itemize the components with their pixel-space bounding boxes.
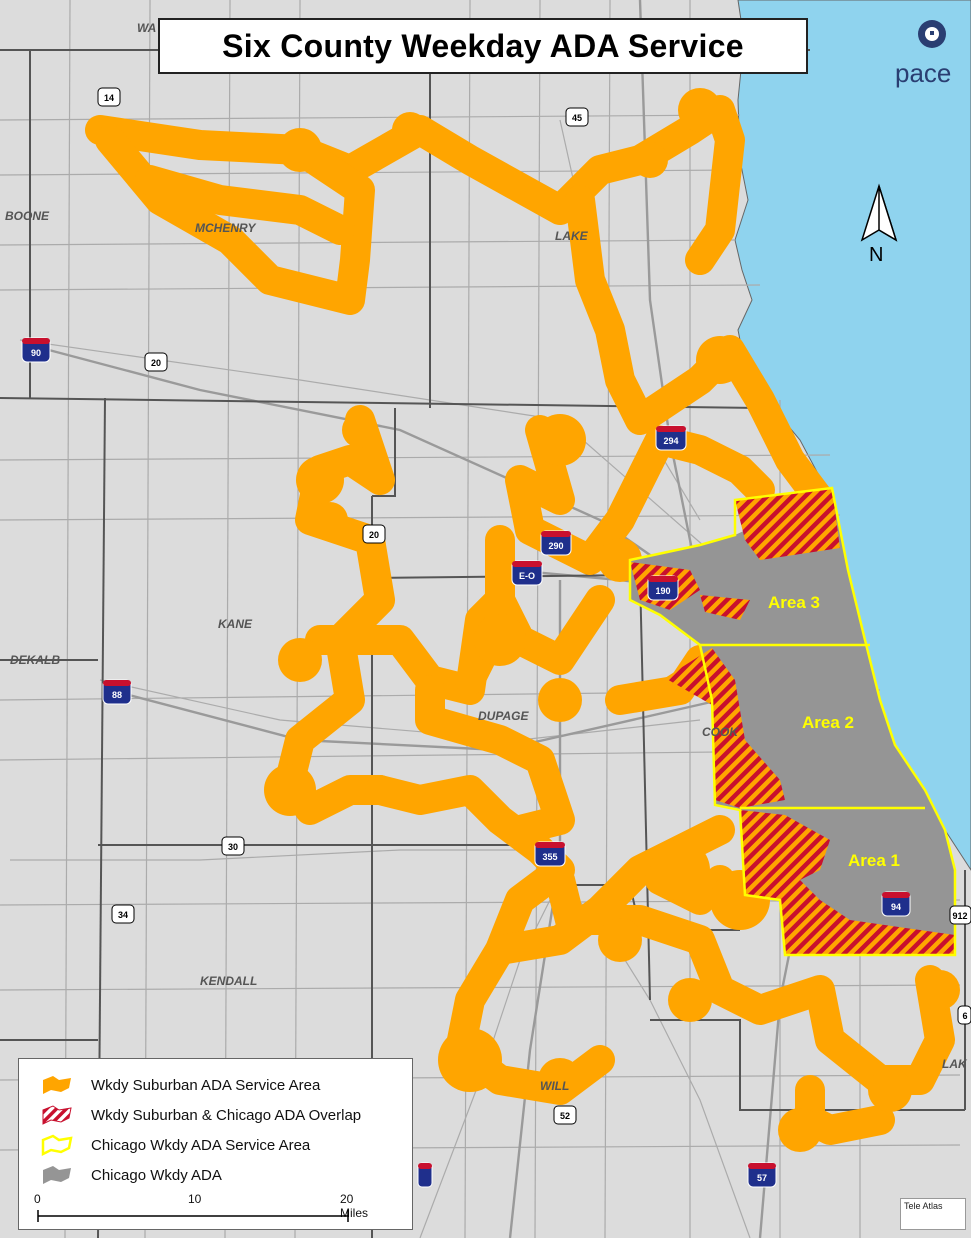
us-route-shield-14: 14: [97, 87, 121, 107]
legend-label-chicago-outline: Chicago Wkdy ADA Service Area: [91, 1136, 311, 1154]
north-arrow-icon: [860, 183, 898, 242]
legend-item-chicago-outline: Chicago Wkdy ADA Service Area: [39, 1133, 310, 1157]
overlap-areas: [630, 488, 955, 955]
scale-tick-10: 10: [188, 1192, 202, 1206]
pace-logo-word: pace: [895, 58, 952, 88]
county-label-lake: LAKE: [555, 229, 589, 243]
county-label-mchenry: MCHENRY: [195, 221, 256, 235]
area-label-1: Area 1: [848, 851, 900, 870]
chicago-outline-swatch-icon: [41, 1134, 73, 1156]
map-title: Six County Weekday ADA Service: [222, 27, 744, 64]
county-label-lake-in: LAK: [942, 1057, 968, 1071]
county-label-kane: KANE: [218, 617, 253, 631]
interstate-shield-294: 294: [655, 425, 687, 451]
us-route-shield-45: 45: [565, 107, 589, 127]
north-label: N: [869, 244, 884, 266]
us-route-shield-20-south: 20: [362, 524, 386, 544]
svg-text:90: 90: [31, 348, 41, 358]
map-legend: Wkdy Suburban ADA Service Area Wkdy Subu…: [18, 1058, 413, 1230]
suburban-ada-blobs: [264, 88, 960, 1152]
us-route-shield-30: 30: [221, 836, 245, 856]
legend-item-chicago-fill: Chicago Wkdy ADA: [39, 1163, 222, 1187]
svg-text:E-O: E-O: [519, 571, 535, 581]
scale-tick-0: 0: [34, 1192, 41, 1206]
county-label-wa: WA: [137, 21, 156, 35]
interstate-shield-94: 94: [881, 891, 911, 917]
svg-text:88: 88: [112, 690, 122, 700]
county-label-kendall: KENDALL: [200, 974, 257, 988]
county-label-will: WILL: [540, 1079, 569, 1093]
area-label-3: Area 3: [768, 593, 820, 612]
svg-text:6: 6: [962, 1011, 967, 1021]
svg-text:30: 30: [228, 842, 238, 852]
interstate-shield-290: 290: [540, 530, 572, 556]
legend-label-suburban: Wkdy Suburban ADA Service Area: [91, 1076, 321, 1094]
svg-text:290: 290: [548, 541, 563, 551]
pace-logo-icon: [918, 20, 946, 48]
county-label-dupage: DUPAGE: [478, 709, 529, 723]
attribution-box: Tele Atlas: [900, 1198, 966, 1230]
svg-text:20: 20: [369, 530, 379, 540]
us-route-shield-34: 34: [111, 904, 135, 924]
chicago-ada-outline: [628, 486, 957, 957]
interstate-shield-eo: E-O: [511, 560, 543, 586]
us-route-shield-20-north: 20: [144, 352, 168, 372]
scale-bar-line: [37, 1210, 349, 1222]
county-label-boone: BOONE: [5, 209, 50, 223]
us-route-shield-912: 912: [949, 905, 971, 925]
interstate-shield-190: 190: [647, 575, 679, 601]
svg-text:20: 20: [151, 358, 161, 368]
area-label-2: Area 2: [802, 713, 854, 732]
scale-bar: 0 10 20 Miles: [18, 1190, 368, 1230]
svg-text:52: 52: [560, 1111, 570, 1121]
interstate-shield-355: 355: [534, 841, 566, 867]
us-route-shield-52: 52: [553, 1105, 577, 1125]
attribution-text: Tele Atlas: [904, 1201, 943, 1211]
overlap-swatch-icon: [42, 1105, 72, 1125]
interstate-shield-partial: [417, 1162, 433, 1188]
interstate-shield-90: 90: [21, 337, 51, 363]
svg-text:294: 294: [663, 436, 678, 446]
svg-text:57: 57: [757, 1173, 767, 1183]
svg-text:912: 912: [952, 911, 967, 921]
interstate-shield-57: 57: [747, 1162, 777, 1188]
legend-label-chicago-fill: Chicago Wkdy ADA: [91, 1166, 222, 1184]
map-title-box: Six County Weekday ADA Service: [158, 18, 808, 74]
county-label-cook: COOK: [702, 725, 739, 739]
us-route-shield-6: 6: [957, 1005, 971, 1025]
svg-text:355: 355: [542, 852, 557, 862]
svg-text:190: 190: [655, 586, 670, 596]
legend-item-suburban: Wkdy Suburban ADA Service Area: [39, 1073, 320, 1097]
svg-text:14: 14: [104, 93, 114, 103]
svg-text:45: 45: [572, 113, 582, 123]
suburban-swatch-icon: [43, 1076, 71, 1094]
chicago-fill-swatch-icon: [43, 1166, 71, 1184]
svg-text:94: 94: [891, 902, 901, 912]
county-label-dekalb: DEKALB: [10, 653, 60, 667]
legend-label-overlap: Wkdy Suburban & Chicago ADA Overlap: [91, 1106, 362, 1124]
legend-item-overlap: Wkdy Suburban & Chicago ADA Overlap: [39, 1103, 361, 1127]
svg-text:34: 34: [118, 910, 128, 920]
interstate-shield-88: 88: [102, 679, 132, 705]
